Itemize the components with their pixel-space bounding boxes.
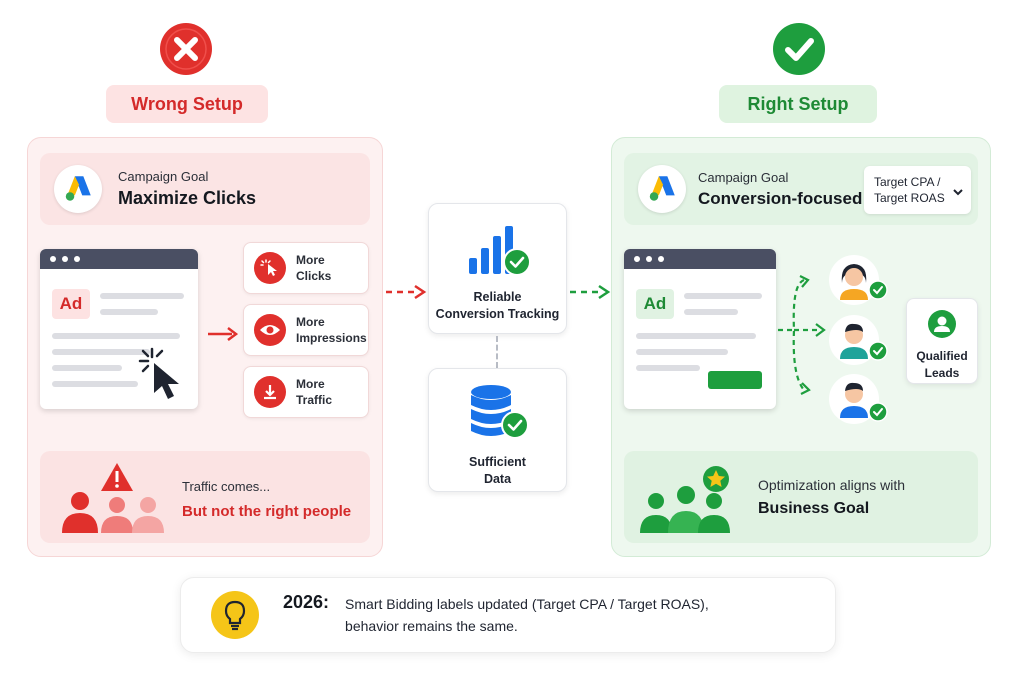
goal-caption: Campaign Goal [698,169,789,185]
note-line-2: behavior remains the same. [345,618,518,634]
ad-label: Ad [52,289,90,319]
result-highlight: But not the right people [182,503,352,520]
dashed-arrow-green-icon [568,282,612,307]
chevron-down-icon [952,184,964,202]
branching-arrows-icon [776,270,830,415]
wrong-result-box: Traffic comes... But not the right peopl… [40,451,370,543]
warning-people-icon [56,461,166,540]
person-avatar-3 [826,372,888,431]
cursor-pointer-icon [136,343,194,409]
google-ads-logo-icon [54,165,102,213]
ad-browser-window: Ad [40,249,198,409]
result-caption: Optimization aligns with [758,477,906,493]
database-check-icon [465,383,531,448]
goal-title: Maximize Clicks [118,188,257,208]
update-note-box: 2026: Smart Bidding labels updated (Targ… [180,577,836,653]
browser-toolbar [40,249,198,269]
bid-strategy-select[interactable]: Target CPA /Target ROAS [864,166,971,214]
note-year: 2026: [283,592,330,612]
result-highlight: Business Goal [758,500,870,517]
ad-label: Ad [636,289,674,319]
error-x-icon [159,22,213,76]
person-avatar-1 [826,253,888,312]
arrow-to-metrics-icon [206,326,239,347]
goal-caption: Campaign Goal [118,169,209,184]
goal-title: Conversion-focused [698,188,863,208]
browser-toolbar [624,249,776,269]
user-badge-icon [927,309,957,344]
right-setup-heading: Right Setup [719,85,877,123]
team-star-icon [638,463,748,540]
cursor-click-icon [254,252,286,284]
wrong-setup-heading: Wrong Setup [106,85,268,123]
wrong-campaign-goal: Campaign Goal Maximize Clicks [40,153,370,225]
person-avatar-2 [826,313,888,372]
right-result-box: Optimization aligns with Business Goal [624,451,978,543]
success-check-icon [772,22,826,76]
result-caption: Traffic comes... [182,479,271,494]
lightbulb-icon [211,591,259,639]
dashed-connector [496,336,498,368]
ad-browser-window: Ad [624,249,776,409]
dashed-arrow-red-icon [384,282,428,307]
eye-icon [254,314,286,346]
cta-button-shape [708,371,762,389]
bar-chart-check-icon [463,222,533,283]
note-line-1: Smart Bidding labels updated (Target CPA… [345,596,709,612]
download-arrow-icon [254,376,286,408]
google-ads-logo-icon [638,165,686,213]
